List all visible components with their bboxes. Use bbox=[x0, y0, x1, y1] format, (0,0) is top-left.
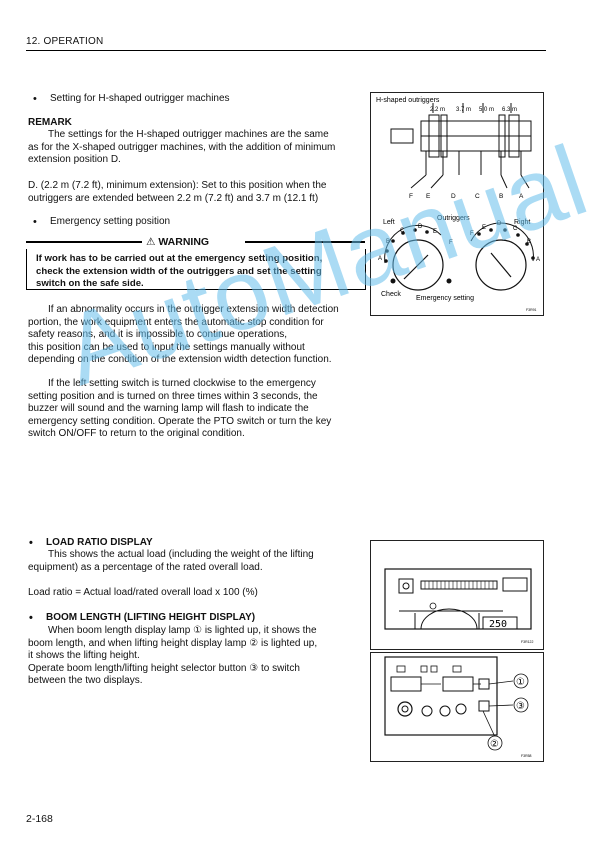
position-d-description: D. (2.2 m (7.2 ft), minimum extension): … bbox=[28, 180, 368, 205]
dial-letter: A bbox=[536, 257, 540, 263]
boom-line: Operate boom length/lifting height selec… bbox=[28, 662, 300, 674]
position-letter: F bbox=[409, 193, 413, 200]
header-rule bbox=[26, 50, 546, 51]
warning-line: check the extension width of the outrigg… bbox=[36, 265, 322, 277]
remark-body: The settings for the H-shaped outrigger … bbox=[28, 129, 368, 167]
emergency-paragraph: If the left setting switch is turned clo… bbox=[28, 378, 368, 441]
right-label: Right bbox=[514, 219, 530, 226]
para-line: If an abnormality occurs in the outrigge… bbox=[48, 304, 339, 315]
dim-label: 2.2 m bbox=[430, 107, 445, 113]
boom-length-panel: ① ③ ② F3R58 bbox=[384, 656, 532, 758]
dial-letter: A bbox=[378, 256, 382, 262]
callout-3: ③ bbox=[516, 701, 525, 712]
position-letter: C bbox=[475, 193, 480, 200]
para-line: buzzer will sound and the warning lamp w… bbox=[28, 403, 309, 415]
boom-line: When boom length display lamp ① is light… bbox=[48, 625, 317, 636]
boom-length-title: BOOM LENGTH (LIFTING HEIGHT DISPLAY) bbox=[29, 612, 255, 625]
load-ratio-panel: 250 F3R122 bbox=[384, 568, 534, 644]
callout-2: ② bbox=[490, 739, 499, 750]
para-line: If the left setting switch is turned clo… bbox=[48, 378, 316, 389]
para-line: safety reasons, and it is impossible to … bbox=[28, 329, 288, 341]
figure-code: F3R91 bbox=[526, 308, 537, 312]
outriggers-label: Outriggers bbox=[437, 215, 470, 222]
dial-letter: E bbox=[482, 225, 486, 231]
bullet-h-shaped: Setting for H-shaped outrigger machines bbox=[33, 93, 230, 106]
dial-letter: D bbox=[497, 221, 502, 227]
dial-letter: E bbox=[433, 229, 437, 235]
outrigger-diagram: H-shaped outriggers 2.2 m 3.7 m 5.0 m 6.… bbox=[376, 97, 540, 312]
warning-rule-left bbox=[26, 241, 142, 243]
boom-length-description: When boom length display lamp ① is light… bbox=[28, 625, 368, 688]
load-ratio-description: This shows the actual load (including th… bbox=[28, 549, 368, 574]
para-line: setting position and is turned on three … bbox=[28, 390, 318, 402]
para-line: portion, the work equipment enters the a… bbox=[28, 316, 324, 328]
truck-outline bbox=[390, 103, 532, 189]
dial-letter: F bbox=[449, 240, 453, 246]
warning-line: switch on the safe side. bbox=[36, 278, 144, 290]
dial-letter: D bbox=[418, 224, 423, 230]
section-header: 12. OPERATION bbox=[26, 36, 104, 47]
load-line: This shows the actual load (including th… bbox=[48, 549, 314, 560]
dial-letter: C bbox=[513, 226, 518, 232]
load-display-value: 250 bbox=[489, 619, 507, 630]
boom-line: boom length, and when lifting height dis… bbox=[28, 637, 318, 649]
dial-letter: B bbox=[386, 239, 390, 245]
position-letter: D bbox=[451, 193, 456, 200]
para-line: emergency setting condition. Operate the… bbox=[28, 415, 332, 427]
left-setting-dial: B C D E F A bbox=[378, 224, 453, 291]
para-line: depending on the condition of the extens… bbox=[28, 354, 332, 366]
abnormality-paragraph: If an abnormality occurs in the outrigge… bbox=[28, 304, 368, 367]
d-line: outriggers are extended between 2.2 m (7… bbox=[28, 192, 319, 204]
callout-1: ① bbox=[516, 677, 525, 688]
dim-label: 6.3 m bbox=[502, 107, 517, 113]
para-line: switch ON/OFF to return to the original … bbox=[28, 428, 245, 440]
load-ratio-figure: 250 F3R122 bbox=[370, 540, 544, 650]
warning-rule-right bbox=[245, 241, 365, 243]
boom-length-figure: ① ③ ② F3R58 bbox=[370, 652, 544, 762]
dim-label: 3.7 m bbox=[456, 107, 471, 113]
warning-label: ⚠ WARNING bbox=[142, 236, 214, 248]
remark-line: The settings for the H-shaped outrigger … bbox=[48, 129, 329, 140]
warning-line: If work has to be carried out at the eme… bbox=[36, 253, 323, 264]
load-ratio-title: LOAD RATIO DISPLAY bbox=[29, 537, 153, 550]
bullet-emergency: Emergency setting position bbox=[33, 216, 170, 229]
load-bar-segments bbox=[424, 581, 494, 589]
dial-letter: B bbox=[527, 239, 531, 245]
d-line: D. (2.2 m (7.2 ft), minimum extension): … bbox=[28, 180, 327, 191]
load-ratio-formula: Load ratio = Actual load/rated overall l… bbox=[28, 587, 258, 598]
figure-code: F3R58 bbox=[521, 754, 532, 758]
left-label: Left bbox=[383, 219, 395, 226]
warning-box bbox=[26, 249, 366, 290]
warning-text: If work has to be carried out at the eme… bbox=[36, 253, 366, 291]
fig1-title: H-shaped outriggers bbox=[376, 97, 440, 104]
emergency-setting-label: Emergency setting bbox=[416, 295, 474, 302]
figure-code: F3R122 bbox=[521, 640, 534, 644]
boom-line: between the two displays. bbox=[28, 675, 143, 687]
dial-letter: C bbox=[400, 228, 405, 234]
position-letter: B bbox=[499, 193, 503, 200]
dim-label: 5.0 m bbox=[479, 107, 494, 113]
position-letter: A bbox=[519, 193, 524, 200]
right-setting-dial: F E D C B A bbox=[470, 221, 540, 291]
para-line: this position can be used to input the s… bbox=[28, 341, 305, 353]
dial-letter: F bbox=[470, 231, 474, 237]
boom-line: it shows the lifting height. bbox=[28, 650, 140, 662]
position-letter: E bbox=[426, 193, 431, 200]
remark-title: REMARK bbox=[28, 117, 72, 128]
check-label: Check bbox=[381, 291, 401, 298]
remark-line: extension position D. bbox=[28, 154, 121, 166]
outrigger-settings-figure: H-shaped outriggers 2.2 m 3.7 m 5.0 m 6.… bbox=[370, 92, 544, 316]
page-number: 2-168 bbox=[26, 813, 53, 825]
load-line: equipment) as a percentage of the rated … bbox=[28, 561, 263, 573]
remark-line: as for the X-shaped outrigger machines, … bbox=[28, 141, 336, 153]
